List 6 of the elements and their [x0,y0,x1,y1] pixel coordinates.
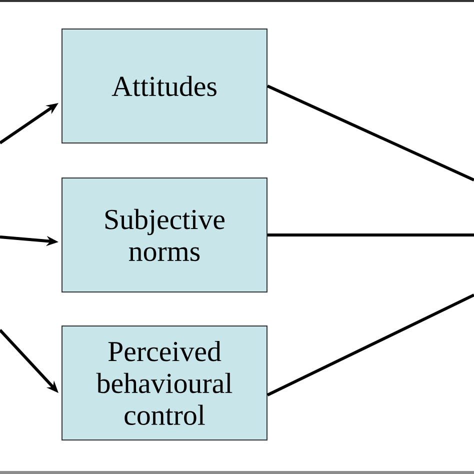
connector-line [266,294,474,396]
concept-box: Subjective norms [62,178,268,292]
concept-box: Attitudes [62,28,268,144]
concept-box: Perceived behavioural control [62,326,268,440]
connector-line [266,84,474,182]
connector-line [268,234,474,236]
